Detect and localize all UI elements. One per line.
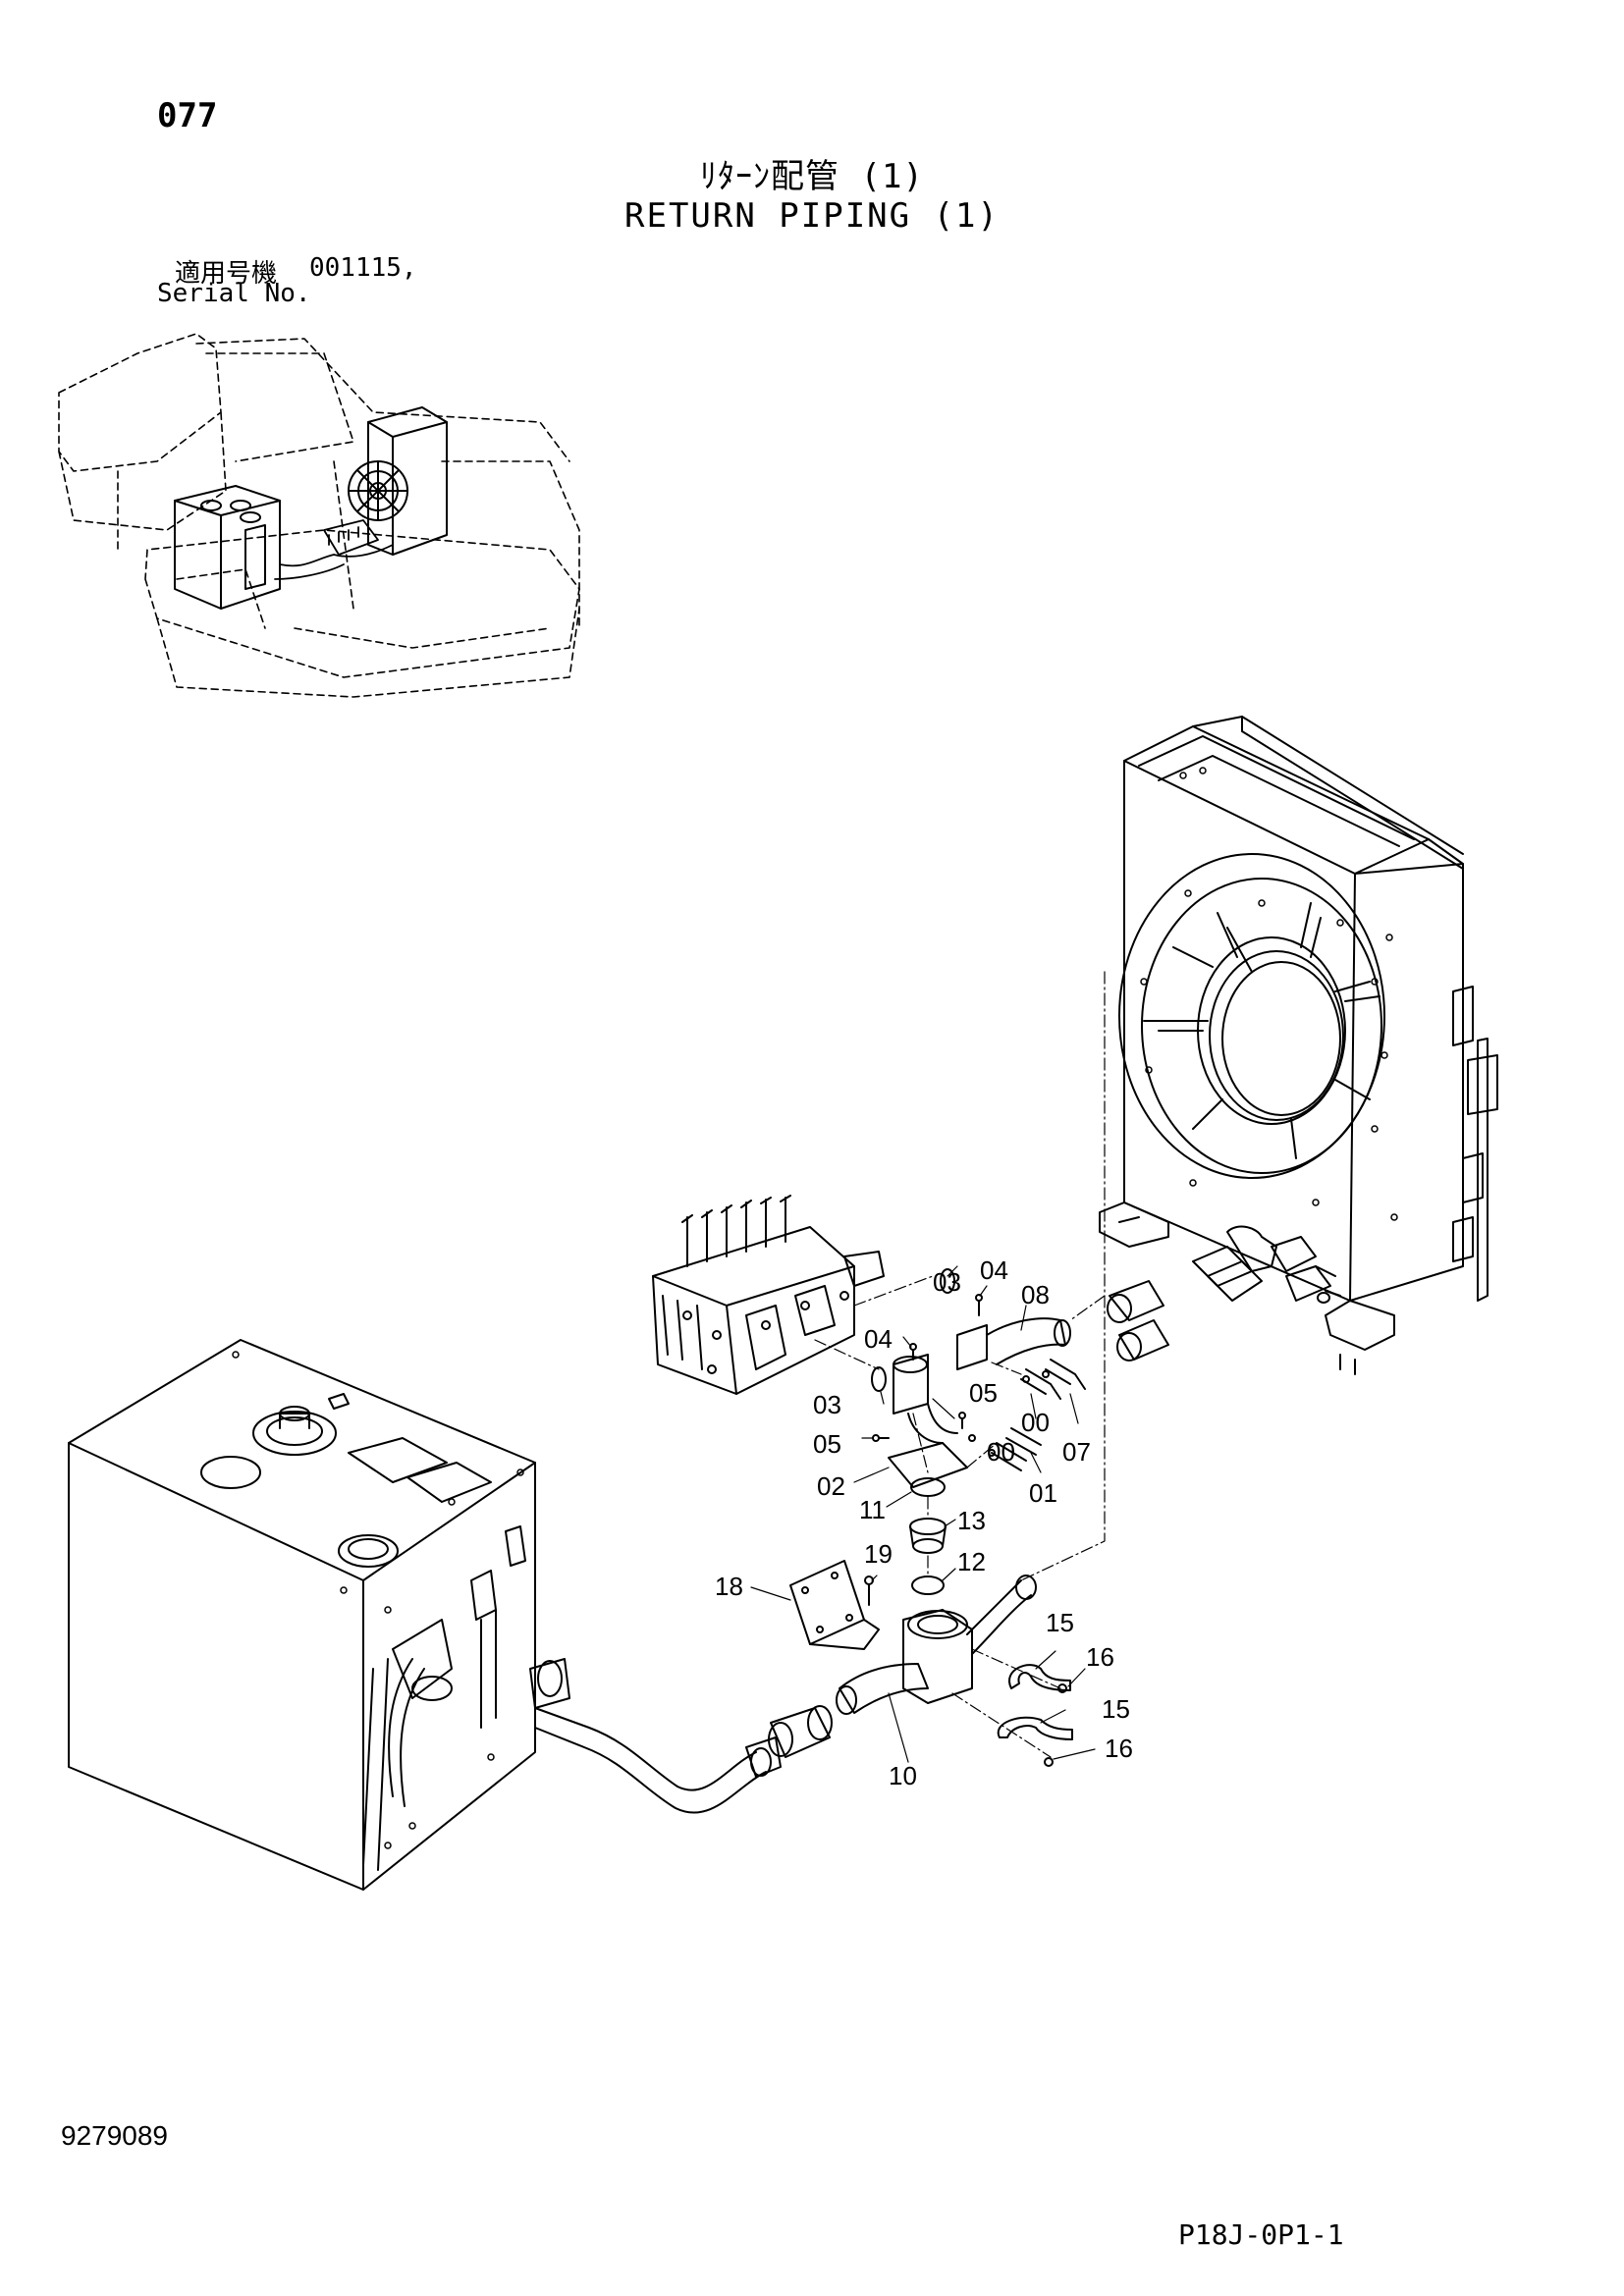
callout-13: 13 bbox=[957, 1506, 986, 1535]
serial-number-value: 001115, bbox=[309, 253, 417, 283]
small-parts bbox=[789, 1268, 1086, 1767]
callout-00-a: 00 bbox=[1021, 1408, 1050, 1437]
callout-00-b: 00 bbox=[987, 1437, 1015, 1467]
callout-15-b: 15 bbox=[1102, 1694, 1130, 1724]
callout-03-b: 03 bbox=[813, 1390, 841, 1419]
callout-01: 01 bbox=[1029, 1478, 1057, 1508]
document-number: 9279089 bbox=[61, 2120, 169, 2151]
callout-10: 10 bbox=[889, 1761, 917, 1790]
callout-12: 12 bbox=[957, 1547, 986, 1576]
callout-07: 07 bbox=[1062, 1437, 1091, 1467]
figure-code: P18J-0P1-1 bbox=[1178, 2218, 1344, 2251]
callout-15-a: 15 bbox=[1046, 1608, 1074, 1637]
title-english: RETURN PIPING (1) bbox=[624, 196, 1000, 236]
callout-19: 19 bbox=[864, 1539, 893, 1569]
control-valve-icon bbox=[652, 1195, 885, 1395]
callout-labels: 03 04 08 04 05 03 00 05 07 00 02 01 11 1… bbox=[715, 1255, 1133, 1790]
callout-04-b: 04 bbox=[864, 1324, 893, 1354]
callout-18: 18 bbox=[715, 1572, 743, 1601]
page-number: 077 bbox=[157, 96, 218, 135]
callout-08: 08 bbox=[1021, 1280, 1050, 1309]
return-pipe bbox=[534, 1575, 1037, 1814]
leader-lines bbox=[750, 971, 1106, 1763]
hydraulic-tank-icon bbox=[68, 1339, 570, 1891]
radiator-icon bbox=[1099, 716, 1498, 1375]
callout-02: 02 bbox=[817, 1471, 845, 1501]
excavator-overview-icon bbox=[58, 333, 580, 698]
serial-label-english: Serial No. bbox=[157, 279, 311, 308]
callout-04-a: 04 bbox=[980, 1255, 1008, 1285]
callout-05-b: 05 bbox=[813, 1429, 841, 1459]
serial-label-japanese: 適用号機 bbox=[175, 259, 278, 289]
callout-03-a: 03 bbox=[933, 1267, 961, 1297]
callout-05-a: 05 bbox=[969, 1378, 998, 1408]
callout-16-b: 16 bbox=[1105, 1734, 1133, 1763]
callout-16-a: 16 bbox=[1086, 1642, 1114, 1672]
title-japanese: ﾘﾀｰﾝ配管 (1) bbox=[700, 157, 924, 196]
callout-11: 11 bbox=[859, 1495, 886, 1524]
